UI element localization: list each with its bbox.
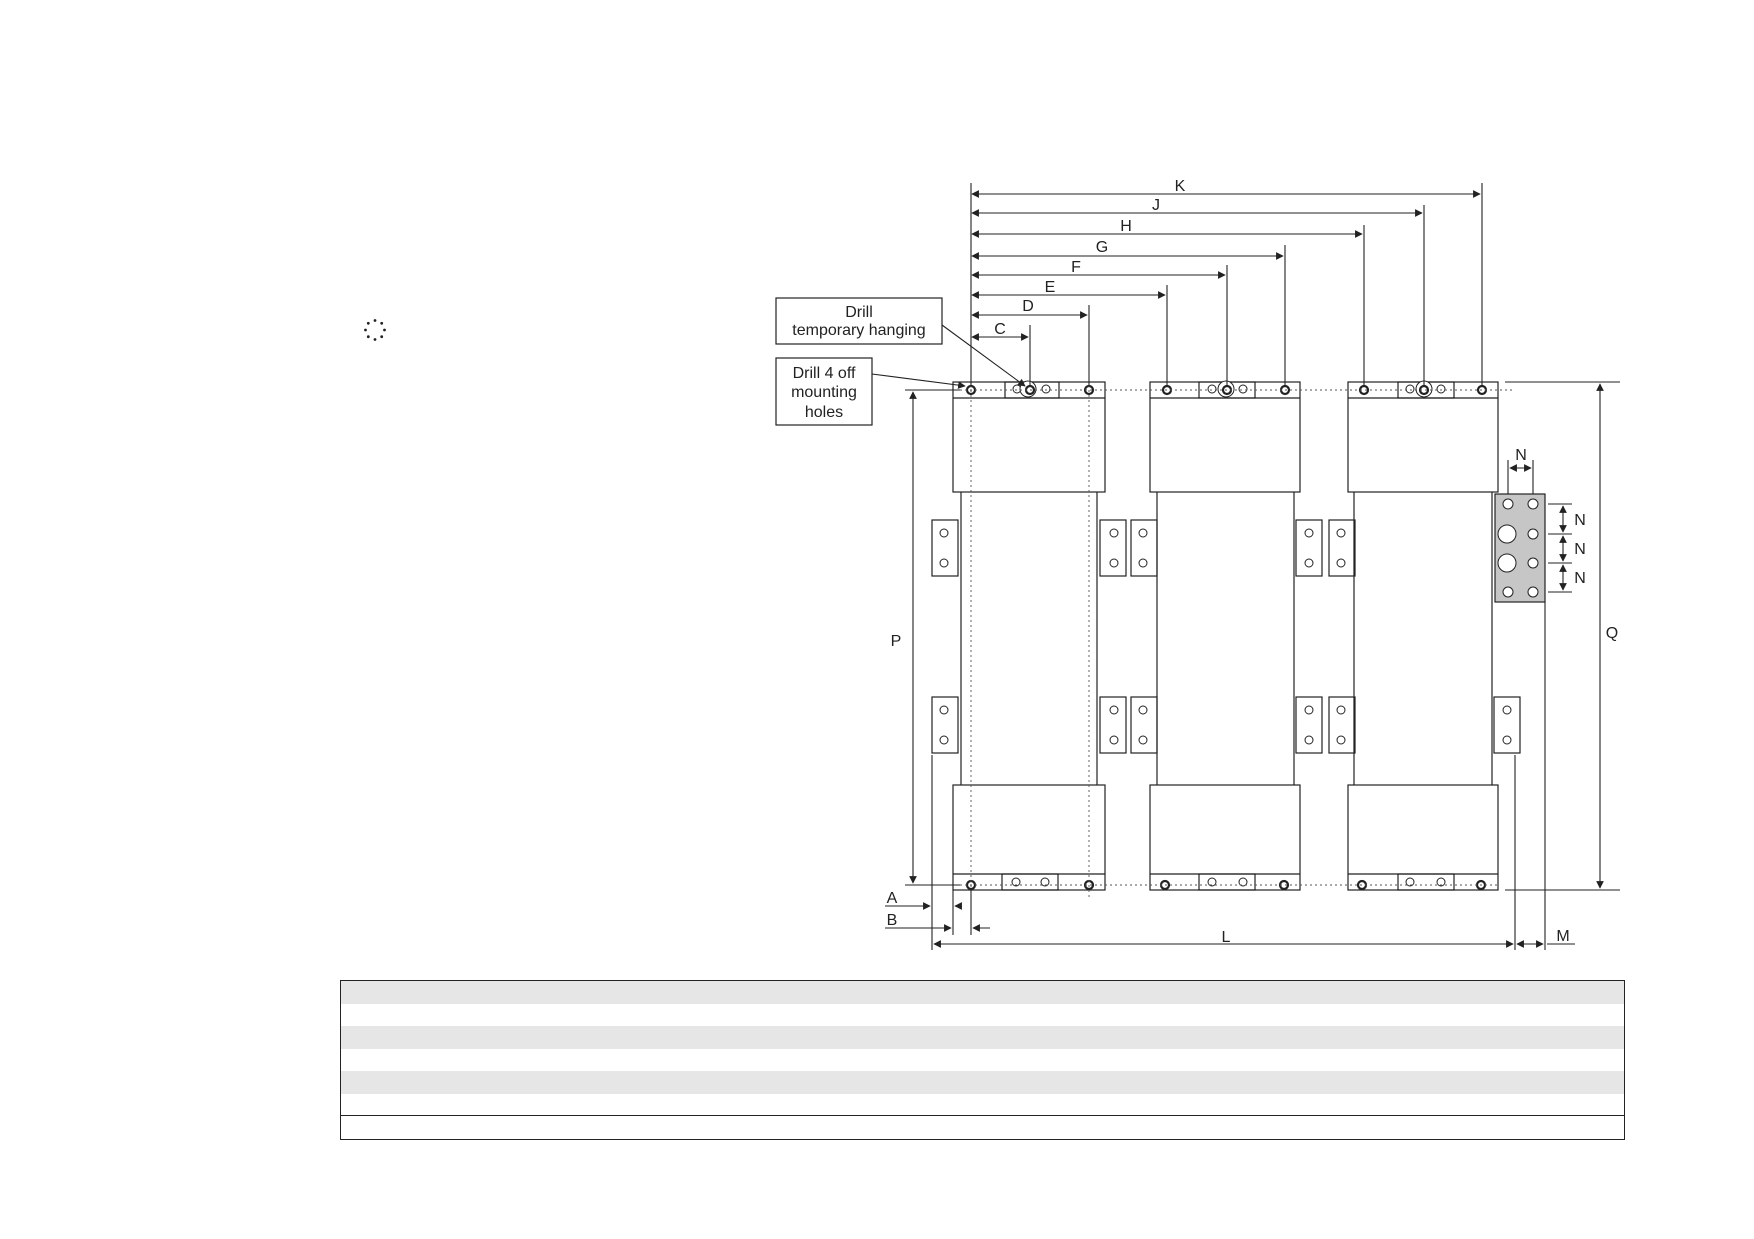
table-row	[341, 1003, 1624, 1026]
label-N-2: N	[1574, 541, 1586, 558]
reactor-limb-2	[1130, 381, 1323, 891]
callout-mounting-line1: Drill 4 off	[793, 365, 856, 382]
loading-spinner-icon	[364, 319, 386, 341]
table-row	[341, 1026, 1624, 1049]
center-lines	[905, 360, 1515, 900]
reactor-limb-1	[931, 381, 1127, 891]
terminal-plate	[1494, 493, 1546, 603]
reactor-limb-3	[1328, 381, 1521, 891]
label-M: M	[1556, 928, 1569, 945]
label-E: E	[1045, 279, 1056, 296]
label-J: J	[1152, 197, 1160, 214]
label-P: P	[891, 633, 902, 650]
label-G: G	[1096, 239, 1108, 256]
bracket-holes	[939, 380, 1512, 887]
table-row	[341, 1093, 1624, 1116]
table-row	[341, 1071, 1624, 1094]
label-D: D	[1022, 298, 1034, 315]
label-F: F	[1071, 259, 1081, 276]
label-K: K	[1175, 178, 1186, 195]
label-B: B	[887, 912, 898, 929]
label-L: L	[1222, 929, 1231, 946]
callout-hanging-line1: Drill	[845, 304, 873, 321]
label-N-3: N	[1574, 570, 1586, 587]
table-row	[341, 1048, 1624, 1071]
mounting-holes	[965, 384, 1488, 891]
table-row	[341, 981, 1624, 1004]
callout-mounting-line2: mounting	[791, 384, 857, 401]
dimension-lines	[871, 183, 1620, 950]
callout-boxes	[775, 297, 943, 426]
callout-hanging-line2: temporary hanging	[792, 322, 925, 339]
data-table	[340, 980, 1625, 1140]
label-Q: Q	[1606, 625, 1618, 642]
table-footer-row	[341, 1115, 1624, 1139]
label-N-top: N	[1515, 447, 1527, 464]
label-H: H	[1120, 218, 1132, 235]
callout-mounting-line3: holes	[805, 404, 843, 421]
label-A: A	[887, 890, 898, 907]
label-N-1: N	[1574, 512, 1586, 529]
label-C: C	[994, 321, 1006, 338]
